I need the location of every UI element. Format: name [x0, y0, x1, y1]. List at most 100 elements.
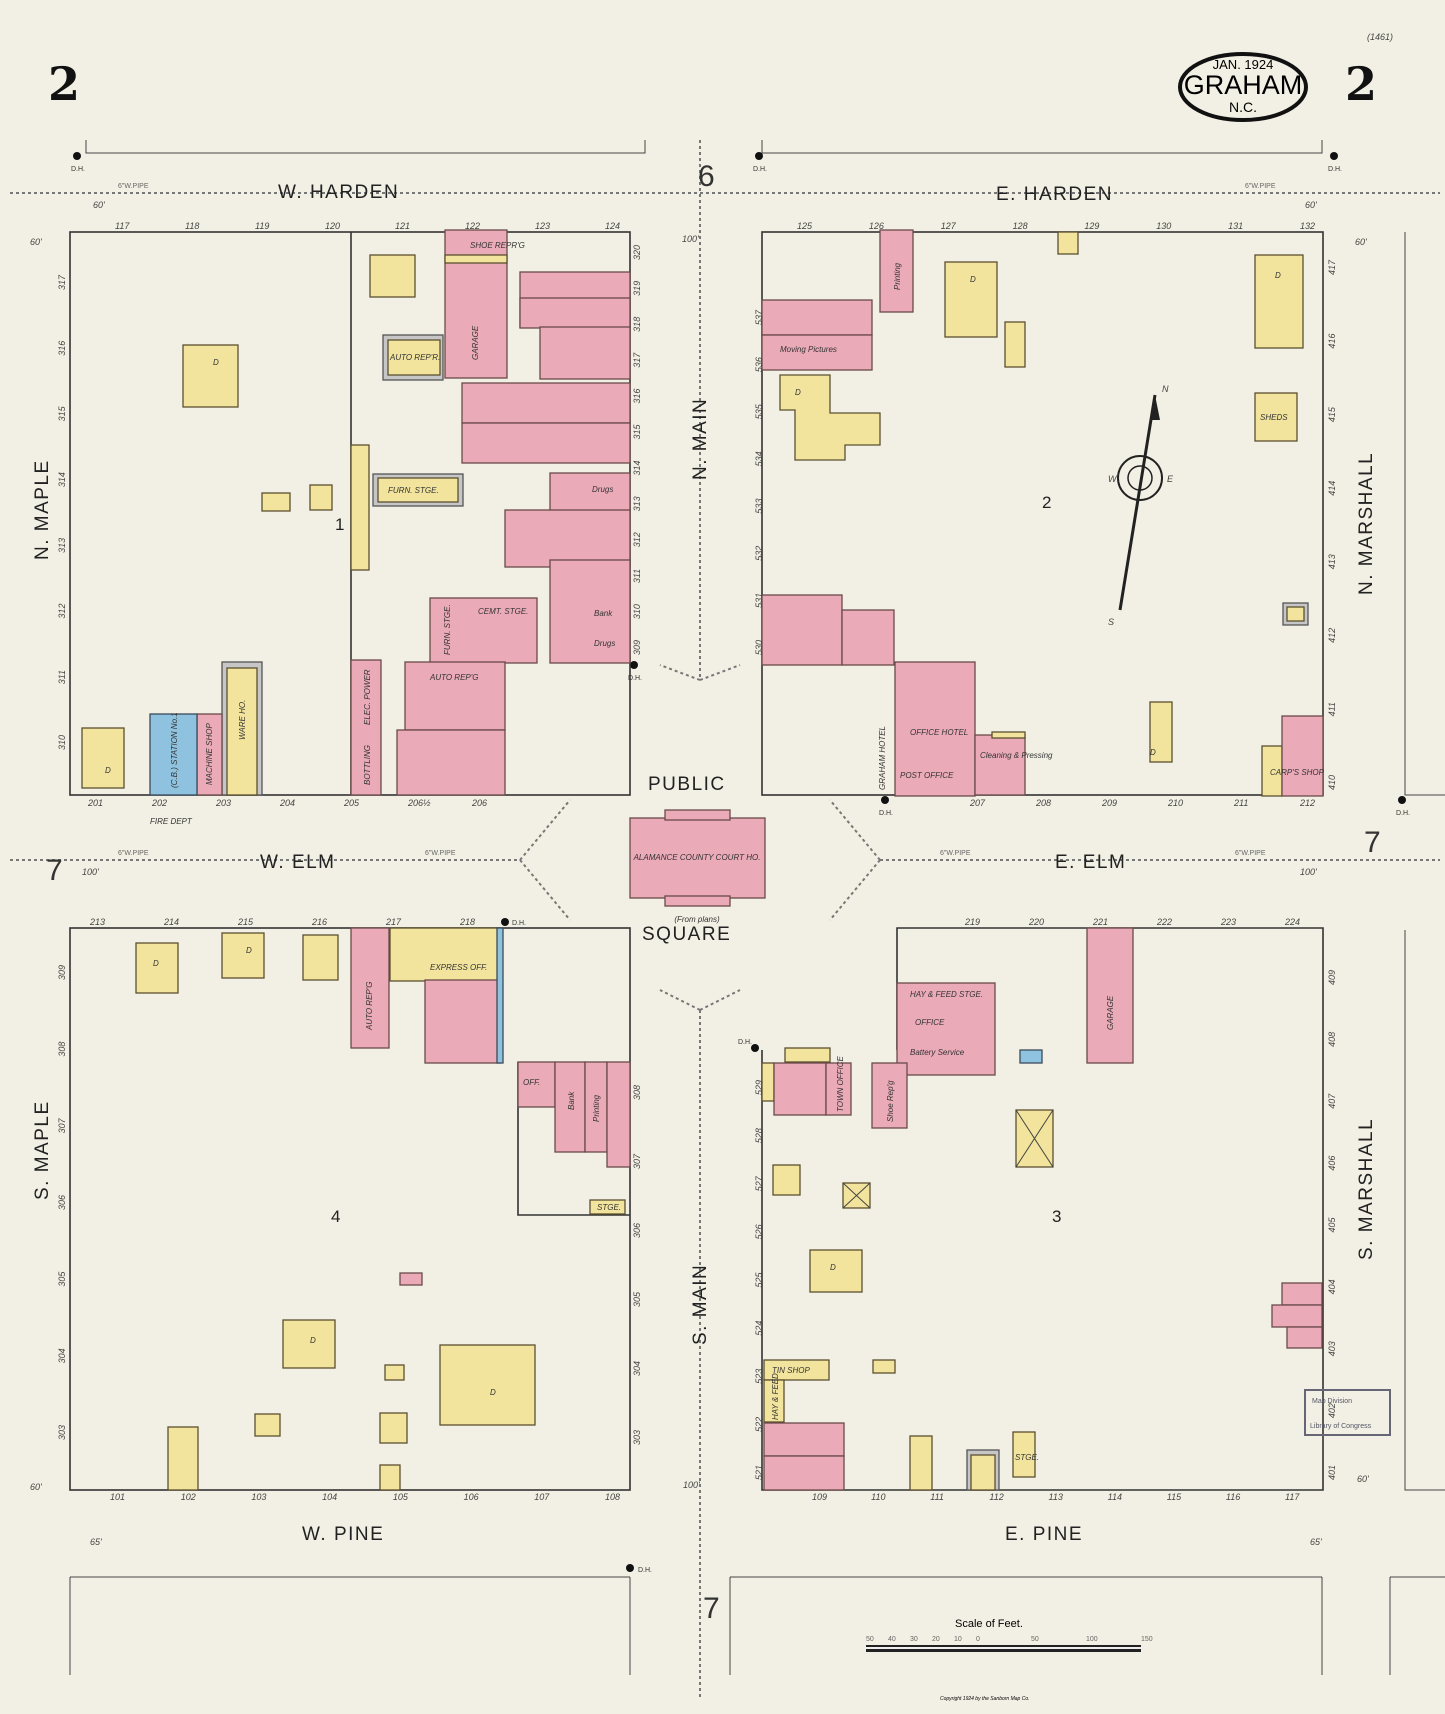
svg-text:PUBLIC: PUBLIC — [648, 774, 726, 795]
house-number: 109 — [812, 1492, 827, 1502]
house-number: 303 — [632, 1430, 642, 1445]
house-number: 124 — [605, 221, 620, 231]
house-number: 306 — [632, 1223, 642, 1238]
street-s-marshall: S. MARSHALL — [1356, 1118, 1377, 1260]
svg-text:100': 100' — [82, 867, 99, 877]
svg-text:ELEC. POWER: ELEC. POWER — [363, 669, 372, 725]
house-number: 318 — [632, 317, 642, 332]
block-1-buildings: GARAGE SHOE REPR'G AUTO REP'R. FURN. STG… — [81, 229, 631, 826]
adjacent-sheet-6: 6 — [698, 160, 715, 193]
svg-text:OFFICE: OFFICE — [915, 1018, 945, 1027]
svg-text:100': 100' — [682, 234, 699, 244]
street-s-maple: S. MAPLE — [32, 1100, 53, 1200]
house-number: 532 — [754, 546, 764, 561]
house-number: 534 — [754, 451, 764, 466]
svg-text:60': 60' — [1355, 237, 1367, 247]
house-number: 305 — [632, 1291, 642, 1307]
svg-text:60': 60' — [1305, 200, 1317, 210]
house-number: 531 — [754, 593, 764, 608]
svg-text:GRAHAM: GRAHAM — [1184, 70, 1303, 100]
house-number: 107 — [534, 1492, 550, 1502]
street-e-elm: E. ELM — [1055, 852, 1126, 873]
house-number: 316 — [57, 341, 67, 356]
house-number: 224 — [1284, 917, 1300, 927]
svg-text:JAN. 1924: JAN. 1924 — [1213, 57, 1274, 72]
svg-text:N: N — [1162, 384, 1169, 394]
house-number: 116 — [1226, 1492, 1240, 1502]
svg-text:TOWN OFFICE: TOWN OFFICE — [836, 1055, 845, 1112]
street-widths: 60' 60' 60' 60' 100' 100' 100' 100' 60' … — [30, 200, 1369, 1547]
svg-text:D: D — [153, 959, 159, 968]
house-number: 125 — [797, 221, 813, 231]
house-number: 202 — [151, 798, 167, 808]
svg-text:(C.B.) STATION No.1: (C.B.) STATION No.1 — [170, 712, 179, 788]
svg-text:CEMT. STGE.: CEMT. STGE. — [478, 607, 528, 616]
house-number: 521 — [754, 1465, 764, 1480]
svg-text:WARE HO.: WARE HO. — [238, 700, 247, 740]
svg-text:AUTO REP'R.: AUTO REP'R. — [389, 353, 440, 362]
block-3-buildings: HAY & FEED STGE. OFFICE Battery Service … — [761, 927, 1323, 1491]
house-number: 215 — [237, 917, 254, 927]
house-number: 401 — [1327, 1465, 1337, 1480]
house-number: 405 — [1327, 1216, 1337, 1232]
hydrant-label: D.H. — [1396, 810, 1410, 817]
svg-text:HAY & FEED: HAY & FEED — [771, 1373, 780, 1420]
svg-text:D: D — [105, 766, 111, 775]
hydrant-label: D.H. — [628, 675, 642, 682]
svg-text:CARP'S SHOP: CARP'S SHOP — [1270, 768, 1325, 777]
svg-text:60': 60' — [93, 200, 105, 210]
svg-text:60': 60' — [1357, 1474, 1369, 1484]
svg-text:N.C.: N.C. — [1229, 99, 1257, 115]
house-number: 522 — [754, 1417, 764, 1432]
svg-text:Drugs: Drugs — [594, 639, 615, 648]
house-number: 537 — [754, 309, 764, 325]
scale-tick: 20 — [932, 1636, 940, 1643]
hydrant-label: D.H. — [753, 166, 767, 173]
house-number: 529 — [754, 1080, 764, 1095]
house-number: 214 — [163, 917, 179, 927]
hydrant-label: D.H. — [738, 1039, 752, 1046]
svg-text:D: D — [213, 358, 219, 367]
scale-tick: 50 — [866, 1636, 874, 1643]
street-n-marshall: N. MARSHALL — [1356, 452, 1377, 595]
svg-text:65': 65' — [90, 1537, 102, 1547]
street-n-main: N. MAIN — [690, 398, 711, 480]
house-number: 122 — [465, 221, 480, 231]
adjacent-sheet-7-south: 7 — [703, 1592, 720, 1625]
street-s-main: S. MAIN — [690, 1264, 711, 1345]
house-number: 131 — [1228, 221, 1243, 231]
house-number: 403 — [1327, 1341, 1337, 1356]
house-number: 315 — [632, 424, 642, 440]
scale-tick: 50 — [1031, 1636, 1039, 1643]
svg-text:65': 65' — [1310, 1537, 1322, 1547]
house-number: 117 — [115, 221, 130, 231]
svg-text:Map Division: Map Division — [1312, 1398, 1352, 1405]
svg-text:D: D — [246, 946, 252, 955]
house-number: 317 — [57, 274, 67, 290]
house-number: 311 — [57, 670, 67, 684]
svg-text:Battery Service: Battery Service — [910, 1048, 965, 1057]
svg-text:GRAHAM HOTEL: GRAHAM HOTEL — [878, 726, 887, 790]
house-number: 536 — [754, 357, 764, 372]
house-number: 212 — [1299, 798, 1315, 808]
house-number: 102 — [181, 1492, 196, 1502]
block-2-buildings: Printing Moving Pictures D D D SHEDS GRA… — [761, 229, 1325, 797]
svg-text:D: D — [830, 1263, 836, 1272]
street-w-elm: W. ELM — [260, 852, 336, 873]
house-number: 306 — [57, 1195, 67, 1210]
svg-text:Scale of Feet.: Scale of Feet. — [955, 1618, 1023, 1630]
svg-text:Moving Pictures: Moving Pictures — [780, 345, 837, 354]
street-e-harden: E. HARDEN — [996, 184, 1113, 205]
svg-text:MACHINE SHOP: MACHINE SHOP — [205, 723, 214, 785]
house-number: 411 — [1327, 702, 1337, 716]
house-number: 413 — [1327, 554, 1337, 569]
svg-text:SHEDS: SHEDS — [1260, 413, 1288, 422]
house-number: 104 — [322, 1492, 337, 1502]
house-number: 416 — [1327, 334, 1337, 349]
house-number: 523 — [754, 1369, 764, 1384]
house-number: 115 — [1167, 1492, 1182, 1502]
scale-tick: 100 — [1086, 1636, 1098, 1643]
sheet-edge-lines — [85, 140, 1323, 154]
